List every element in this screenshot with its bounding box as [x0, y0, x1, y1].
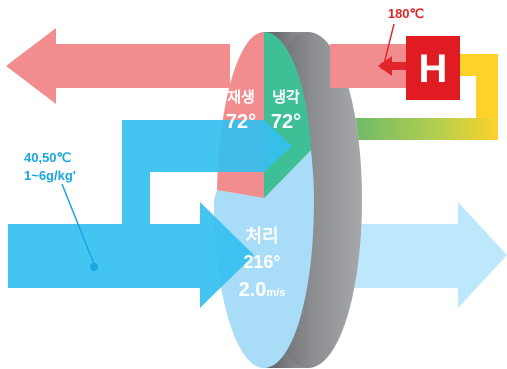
heater-leader-dot — [380, 62, 388, 70]
heater-output-arrow — [378, 56, 410, 76]
heater-temperature-label: 180℃ — [388, 6, 424, 21]
velocity-value: 2.0 — [239, 279, 267, 301]
inlet-leader-dot — [90, 263, 98, 271]
process-zone-angle: 216° — [243, 252, 280, 272]
inlet-leader-line — [61, 183, 95, 265]
cooling-zone-angle: 72° — [271, 111, 301, 133]
cooling-return-pipe — [355, 118, 498, 140]
cooling-zone-name: 냉각 — [272, 88, 300, 106]
heater-box — [406, 36, 460, 100]
process-air-branch — [122, 120, 292, 224]
process-zone — [214, 150, 314, 368]
regeneration-zone-angle: 72° — [226, 111, 256, 133]
velocity-unit: m/s — [266, 287, 285, 299]
heater-letter: H — [419, 47, 448, 91]
heater-leader-line — [383, 23, 395, 65]
regeneration-zone-name: 재생 — [227, 89, 255, 106]
process-zone-velocity: 2.0m/s — [239, 279, 286, 301]
regeneration-exhaust-arrow — [6, 28, 230, 104]
process-air-inlet-arrow — [8, 202, 254, 308]
process-zone-name: 처리 — [245, 226, 278, 246]
inlet-humidity-label: 1~6g/kg' — [24, 168, 76, 183]
inlet-temperature-label: 40,50℃ — [24, 150, 71, 165]
